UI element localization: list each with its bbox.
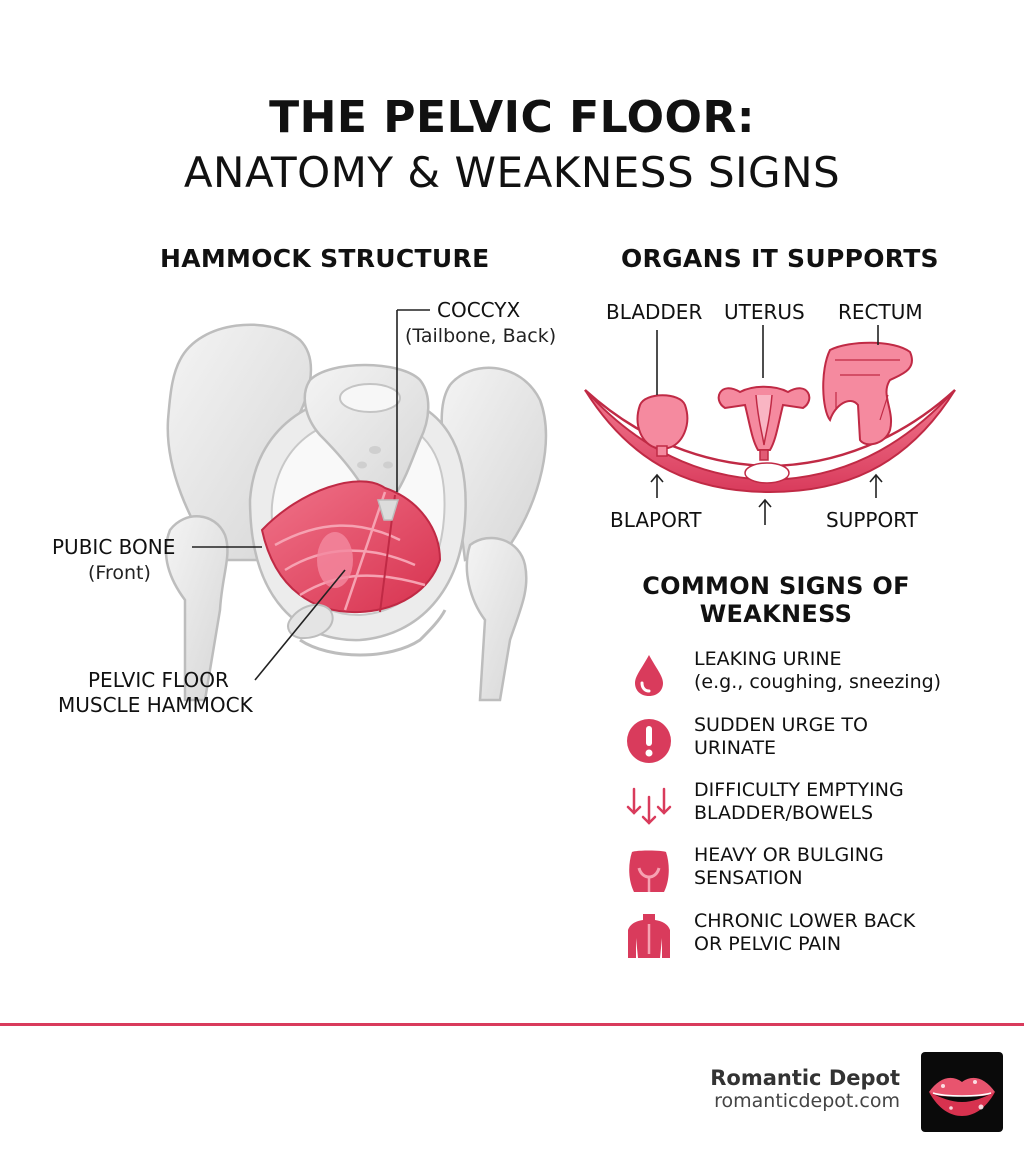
footer-divider bbox=[0, 1023, 1024, 1026]
sign-line-1: HEAVY OR BULGING bbox=[694, 844, 884, 866]
page-title: THE PELVIC FLOOR: bbox=[269, 92, 755, 143]
organs-heading: ORGANS IT SUPPORTS bbox=[621, 244, 939, 273]
sign-item-urge: SUDDEN URGE TO URINATE bbox=[624, 714, 1004, 770]
pubic-symphysis bbox=[287, 603, 334, 640]
bladder-icon bbox=[636, 394, 689, 449]
brand-logo[interactable] bbox=[921, 1052, 1003, 1132]
page-subtitle: ANATOMY & WEAKNESS SIGNS bbox=[183, 148, 841, 197]
signs-heading-line-2: WEAKNESS bbox=[699, 600, 853, 628]
sign-line-1: SUDDEN URGE TO bbox=[694, 714, 868, 736]
sign-line-1: CHRONIC LOWER BACK bbox=[694, 910, 916, 932]
brand-url[interactable]: romanticdepot.com bbox=[714, 1090, 900, 1112]
back-icon bbox=[628, 914, 670, 958]
sign-item-leaking: LEAKING URINE (e.g., coughing, sneezing) bbox=[624, 648, 1004, 704]
brand-name[interactable]: Romantic Depot bbox=[710, 1066, 900, 1090]
rectum-icon bbox=[822, 341, 913, 446]
coccyx-label: COCCYX bbox=[437, 298, 521, 322]
left-femur bbox=[164, 515, 229, 702]
uterus-label: UTERUS bbox=[724, 300, 805, 324]
muscle-hammock-label-2: MUSCLE HAMMOCK bbox=[58, 693, 253, 717]
rectum-label: RECTUM bbox=[838, 300, 923, 324]
support-label: SUPPORT bbox=[826, 508, 918, 532]
down-arrows-icon bbox=[626, 787, 672, 825]
sign-line-2: OR PELVIC PAIN bbox=[694, 933, 842, 955]
lips-icon bbox=[929, 1077, 995, 1116]
signs-heading: COMMON SIGNS OF WEAKNESS bbox=[600, 572, 952, 628]
pubic-bone-label: PUBIC BONE bbox=[52, 535, 176, 559]
sign-line-2: BLADDER/BOWELS bbox=[694, 802, 874, 824]
pelvis-icon bbox=[629, 850, 669, 892]
right-femur bbox=[465, 536, 528, 702]
sign-item-bulging: HEAVY OR BULGING SENSATION bbox=[624, 844, 1004, 900]
sign-line-1: LEAKING URINE bbox=[694, 648, 842, 670]
sign-line-2: (e.g., coughing, sneezing) bbox=[694, 671, 942, 693]
coccyx-sub-label: (Tailbone, Back) bbox=[405, 325, 557, 347]
sign-line-1: DIFFICULTY EMPTYING bbox=[694, 779, 904, 801]
droplet-icon bbox=[635, 655, 663, 696]
blaport-label: BLAPORT bbox=[610, 508, 702, 532]
bladder-label: BLADDER bbox=[606, 300, 703, 324]
hammock-heading: HAMMOCK STRUCTURE bbox=[160, 244, 490, 273]
muscle-hammock-label-1: PELVIC FLOOR bbox=[88, 668, 229, 692]
signs-heading-line-1: COMMON SIGNS OF bbox=[642, 572, 910, 600]
sign-item-emptying: DIFFICULTY EMPTYING BLADDER/BOWELS bbox=[624, 779, 1004, 835]
sign-item-back-pain: CHRONIC LOWER BACK OR PELVIC PAIN bbox=[624, 910, 1004, 966]
sign-line-2: SENSATION bbox=[694, 867, 803, 889]
pubic-bone-sub-label: (Front) bbox=[88, 562, 151, 584]
exclamation-icon bbox=[627, 719, 671, 763]
sign-line-2: URINATE bbox=[694, 737, 777, 759]
